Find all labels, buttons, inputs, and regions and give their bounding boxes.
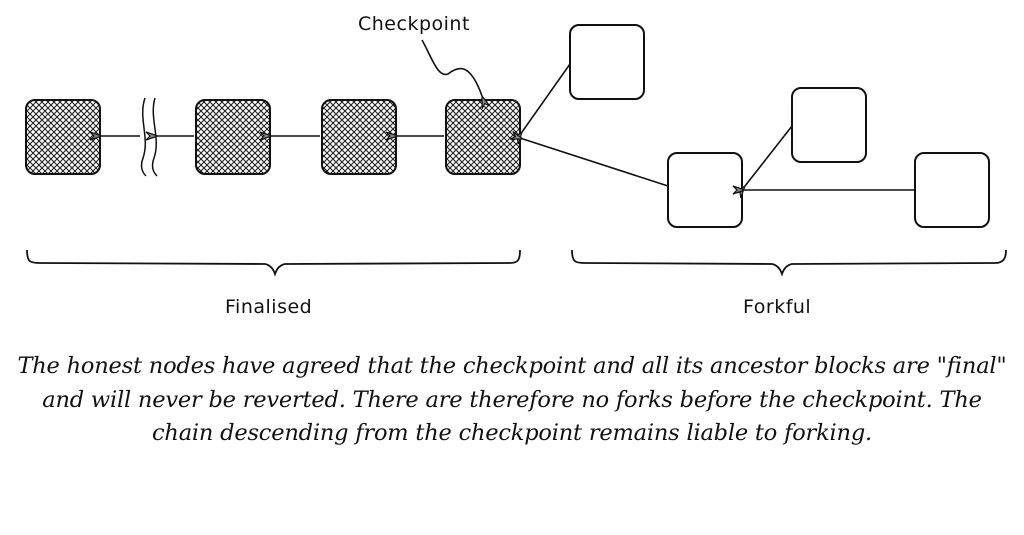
checkpoint-annotation: Checkpoint [358,13,470,35]
fork-block [667,152,743,228]
forkful-brace [571,249,1007,277]
finalised-label: Finalised [225,296,312,318]
finalised-block [25,99,101,175]
parent-link-arrow [522,63,571,132]
checkpoint-block [445,99,521,175]
fork-block [914,152,990,228]
forkful-label: Forkful [743,296,811,318]
finalised-brace [26,249,521,277]
finalised-block [321,99,397,175]
chain-break-icon [140,97,158,177]
parent-link-arrow [745,125,793,186]
annotation-arrow [421,39,482,96]
fork-block [569,24,645,100]
figure-caption: The honest nodes have agreed that the ch… [17,353,1007,446]
finalised-block [195,99,271,175]
blockchain-diagram: Checkpoint Finalised Forkful [25,13,1007,318]
fork-block [791,87,867,163]
parent-link-arrow [523,139,669,187]
